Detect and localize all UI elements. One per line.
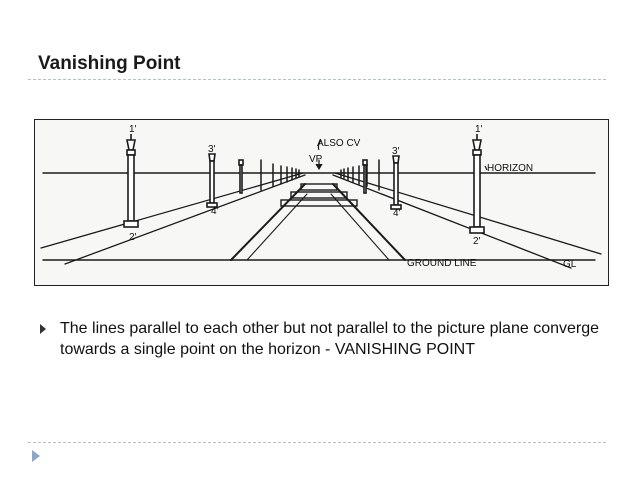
label-post-2-right: 2' — [473, 236, 481, 247]
footer-divider — [28, 442, 606, 443]
left-road-edge-outer — [40, 172, 304, 249]
lamp-post-3-left — [206, 153, 218, 208]
label-post-1-right: 1' — [475, 124, 483, 135]
walkway-left-edge — [230, 183, 306, 261]
label-vp: VP — [309, 154, 323, 165]
right-road-edge-outer — [334, 172, 602, 255]
lamp-post-small-left — [238, 159, 244, 194]
label-post-4-left: 4' — [211, 206, 219, 217]
step-3 — [300, 183, 338, 191]
bullet-arrow-icon — [40, 324, 46, 334]
walkway-inner-left — [246, 193, 308, 261]
label-gl: GL — [563, 259, 577, 270]
walkway-right-edge — [332, 183, 406, 261]
label-post-3-left: 3' — [208, 144, 216, 155]
slide-title: Vanishing Point — [38, 53, 181, 74]
walkway-inner-right — [330, 193, 390, 261]
label-ground-line: GROUND LINE — [407, 258, 477, 269]
label-post-3-right: 3' — [392, 146, 400, 157]
horizon-pointer — [484, 165, 488, 171]
bullet-text: The lines parallel to each other but not… — [60, 320, 600, 358]
step-1 — [280, 199, 358, 207]
lamp-post-1-right — [469, 134, 485, 234]
label-post-2-left: 2' — [129, 232, 137, 243]
slide-corner-arrow-icon — [32, 450, 40, 462]
vp-arrowhead — [315, 163, 323, 171]
left-road-edge-inner — [64, 174, 306, 265]
title-divider — [28, 79, 606, 80]
label-post-1-left: 1' — [129, 124, 137, 135]
label-also-cv: ALSO CV — [317, 138, 361, 149]
lamp-post-1-left — [123, 134, 139, 228]
lamp-post-small-right — [362, 159, 368, 194]
step-2 — [290, 191, 348, 199]
lamp-post-3-right — [390, 155, 402, 210]
right-road-edge-inner — [332, 174, 572, 269]
label-post-4-right: 4' — [393, 208, 401, 219]
also-cv-pointer — [317, 139, 322, 151]
label-horizon: HORIZON — [487, 163, 533, 174]
perspective-figure: ALSO CV VP HORIZON GROUND LINE GL 1' 1' … — [34, 119, 609, 286]
perspective-drawing: ALSO CV VP HORIZON GROUND LINE GL 1' 1' … — [40, 124, 602, 270]
